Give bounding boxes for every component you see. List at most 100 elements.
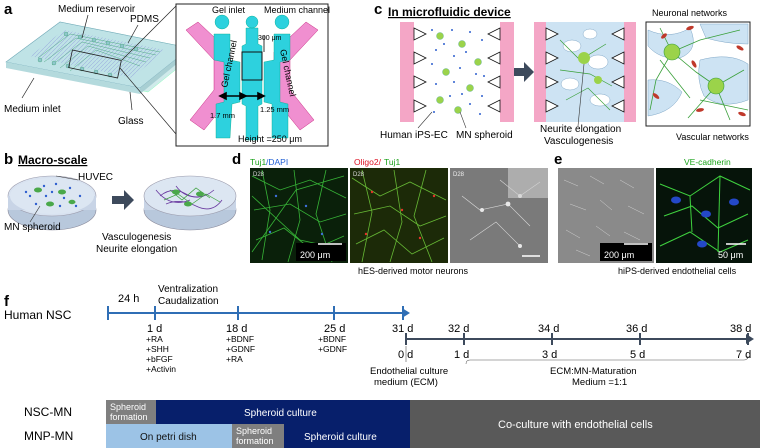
arrow-b bbox=[112, 190, 134, 210]
label-medium-reservoir: Medium reservoir bbox=[58, 4, 136, 15]
day-31: 31 d bbox=[392, 323, 413, 335]
scale-bar-d: 200 μm bbox=[300, 250, 330, 260]
caption-d: hES-derived motor neurons bbox=[358, 266, 469, 276]
microfluidic-title: In microfluidic device bbox=[388, 5, 511, 19]
panel-b: b Macro-scale HUVEC MN spheroid bbox=[4, 151, 237, 255]
day-5-coculture: 5 d bbox=[630, 349, 645, 361]
label-neuronal-networks: Neuronal networks bbox=[652, 8, 728, 18]
day-38: 38 d bbox=[730, 323, 751, 335]
header-oligo2: Oligo2/ bbox=[354, 157, 382, 167]
label-maturation-2: Medium =1:1 bbox=[572, 377, 627, 388]
day-7-coculture: 7 d bbox=[736, 349, 751, 361]
scale-bar-e2: 50 μm bbox=[718, 250, 743, 260]
panel-letter-a: a bbox=[4, 1, 13, 18]
day-label-1: D28 bbox=[253, 172, 265, 178]
panel-d: d Tuj1 /DAPI Oligo2/ Tuj1 D28 200 μm bbox=[232, 151, 548, 276]
bar-coculture bbox=[410, 400, 760, 448]
bar-spheroid-formation-1 bbox=[106, 400, 156, 424]
factor-1-shh: +SHH bbox=[146, 344, 169, 354]
panel-letter-c: c bbox=[374, 1, 382, 18]
day-0-coculture: 0 d bbox=[398, 349, 413, 361]
row-label-nsc-mn: NSC-MN bbox=[24, 405, 72, 419]
caption-e: hiPS-derived endothelial cells bbox=[618, 266, 737, 276]
panel-letter-d: d bbox=[232, 151, 241, 168]
header-ve-cadherin: VE-cadherin bbox=[684, 157, 731, 167]
label-huvec: HUVEC bbox=[78, 172, 113, 183]
day-3-coculture: 3 d bbox=[542, 349, 557, 361]
panel-c: c In microfluidic device bbox=[374, 1, 751, 147]
microscopy-oligo2-tuj1: D28 bbox=[350, 168, 448, 263]
dish-after bbox=[143, 175, 237, 231]
label-neurite-b: Neurite elongation bbox=[96, 244, 177, 255]
text-spheroid-culture-2: Spheroid culture bbox=[304, 432, 377, 443]
label-vasculogenesis-c: Vasculogenesis bbox=[544, 136, 613, 147]
scale-bar-e1: 200 μm bbox=[604, 250, 634, 260]
label-medium-channel: Medium channel bbox=[264, 5, 330, 15]
label-dim-1-7mm: 1.7 mm bbox=[210, 111, 235, 120]
text-spheroid-formation-2a: Spheroid bbox=[236, 426, 272, 436]
row-label-mnp-mn: MNP-MN bbox=[24, 429, 73, 443]
timeline-main bbox=[107, 306, 410, 320]
device-schematic-after bbox=[534, 22, 636, 122]
text-coculture: Co-culture with endothelial cells bbox=[498, 419, 653, 431]
panel-letter-e: e bbox=[554, 151, 562, 168]
factor-25-gdnf: +GDNF bbox=[318, 344, 347, 354]
label-vasculogenesis-b: Vasculogenesis bbox=[102, 232, 171, 243]
text-spheroid-culture-1: Spheroid culture bbox=[244, 408, 317, 419]
label-dim-300um: 300 μm bbox=[258, 35, 282, 42]
text-petri-dish: On petri dish bbox=[140, 432, 197, 443]
header-dapi: /DAPI bbox=[266, 157, 288, 167]
factor-1-ra: +RA bbox=[146, 334, 163, 344]
factor-1-bfgf: +bFGF bbox=[146, 354, 173, 364]
text-spheroid-formation-1b: formation bbox=[110, 412, 148, 422]
bar-spheroid-formation-2 bbox=[232, 424, 284, 448]
bar-spheroid-culture-1 bbox=[156, 400, 410, 424]
header-tuj1-2: Tuj1 bbox=[384, 157, 400, 167]
bar-petri-dish bbox=[106, 424, 232, 448]
label-caudalization: Caudalization bbox=[158, 296, 219, 307]
microscopy-ve-cadherin: 50 μm bbox=[656, 168, 752, 263]
timeline-coculture bbox=[405, 333, 754, 365]
device-schematic-before bbox=[400, 22, 514, 122]
label-gel-inlet: Gel inlet bbox=[212, 5, 246, 15]
day-1: 1 d bbox=[147, 323, 162, 335]
label-dim-1-25mm: 1.25 mm bbox=[260, 105, 289, 114]
label-mn-spheroid-b: MN spheroid bbox=[4, 222, 61, 233]
label-vascular-networks: Vascular networks bbox=[676, 132, 749, 142]
label-human-ips-ec: Human iPS-EC bbox=[380, 130, 448, 141]
microscopy-phase-contrast-d: D28 bbox=[450, 168, 548, 263]
day-18: 18 d bbox=[226, 323, 247, 335]
label-leaders bbox=[21, 5, 177, 135]
factor-1-activin: +Activin bbox=[146, 364, 176, 374]
day-25: 25 d bbox=[324, 323, 345, 335]
device-illustration bbox=[5, 21, 201, 94]
gantt-row-mnp-mn bbox=[106, 424, 410, 448]
macro-scale-title: Macro-scale bbox=[18, 153, 88, 167]
factor-18-ra: +RA bbox=[226, 354, 243, 364]
day-32: 32 d bbox=[448, 323, 469, 335]
day-1-coculture: 1 d bbox=[454, 349, 469, 361]
label-maturation-1: ECM:MN-Maturation bbox=[550, 366, 637, 377]
panel-letter-f: f bbox=[4, 293, 10, 310]
text-spheroid-formation-1a: Spheroid bbox=[110, 402, 146, 412]
text-spheroid-formation-2b: formation bbox=[236, 436, 274, 446]
label-glass: Glass bbox=[118, 116, 144, 127]
dish-before bbox=[7, 175, 97, 231]
label-medium-inlet: Medium inlet bbox=[4, 104, 61, 115]
panel-e: e VE-cadherin 200 μm 50 μm hiPS-derived … bbox=[554, 151, 752, 276]
label-ecm-1: Endothelial culture bbox=[370, 366, 448, 377]
label-height: Height =250 μm bbox=[238, 134, 302, 144]
microscopy-phase-contrast-e: 200 μm bbox=[558, 168, 654, 263]
label-ecm-2: medium (ECM) bbox=[374, 377, 438, 388]
panel-letter-b: b bbox=[4, 151, 13, 168]
microscopy-tuj1-dapi: D28 200 μm bbox=[250, 168, 348, 263]
label-mn-spheroid-c: MN spheroid bbox=[456, 130, 513, 141]
factor-25-bdnf: +BDNF bbox=[318, 334, 346, 344]
day-34: 34 d bbox=[538, 323, 559, 335]
bar-spheroid-culture-2 bbox=[284, 424, 410, 448]
header-tuj1: Tuj1 bbox=[250, 157, 266, 167]
gantt-row-nsc-mn bbox=[106, 400, 410, 424]
panel-f: f Human NSC 24 h Ventralization Caudaliz… bbox=[4, 284, 760, 448]
day-36: 36 d bbox=[626, 323, 647, 335]
